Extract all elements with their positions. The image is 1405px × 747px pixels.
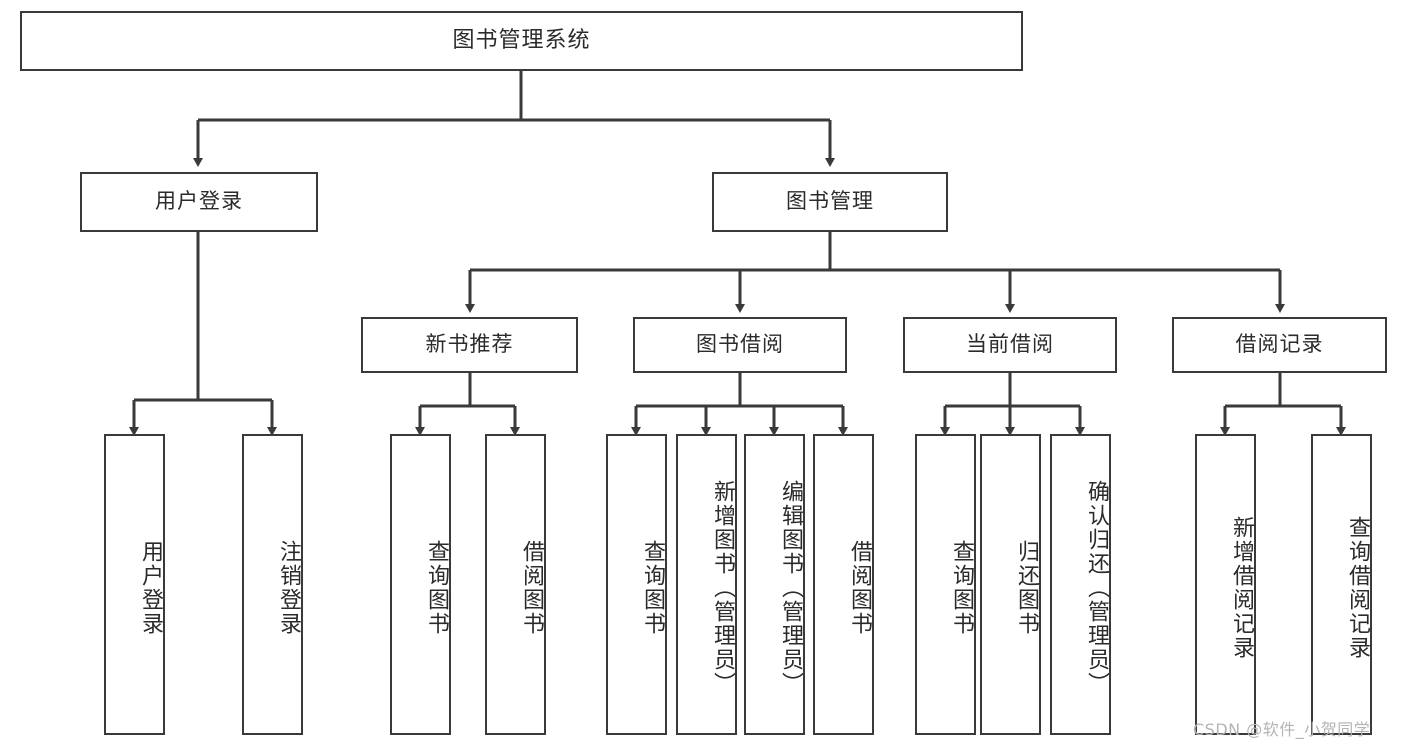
node-label: 注销登录 xyxy=(276,539,301,636)
node-label: 当前借阅 xyxy=(966,332,1054,357)
node-label: 归还图书 xyxy=(1014,539,1039,636)
node-label: 借阅图书 xyxy=(847,539,872,636)
node-label: 用户登录 xyxy=(138,539,163,636)
node-borrow-records[interactable]: 借阅记录 xyxy=(1172,317,1387,373)
leaf-borrow-query-book[interactable]: 查询图书 xyxy=(606,434,667,735)
leaf-recommend-query-book[interactable]: 查询图书 xyxy=(390,434,451,735)
leaf-current-confirm-return-admin[interactable]: 确认归还（管理员） xyxy=(1050,434,1111,735)
node-label: 新增图书（管理员） xyxy=(710,479,735,696)
leaf-borrow-edit-book-admin[interactable]: 编辑图书（管理员） xyxy=(744,434,805,735)
leaf-records-query-record[interactable]: 查询借阅记录 xyxy=(1311,434,1372,735)
watermark: CSDN @软件_小贺同学 xyxy=(1193,720,1371,739)
node-label: 查询图书 xyxy=(424,539,449,636)
node-label: 查询图书 xyxy=(949,539,974,636)
leaf-current-return-book[interactable]: 归还图书 xyxy=(980,434,1041,735)
node-label: 用户登录 xyxy=(155,189,243,214)
node-label: 确认归还（管理员） xyxy=(1084,479,1109,696)
node-label: 借阅图书 xyxy=(519,539,544,636)
leaf-recommend-borrow-book[interactable]: 借阅图书 xyxy=(485,434,546,735)
leaf-current-query-book[interactable]: 查询图书 xyxy=(915,434,976,735)
leaf-borrow-add-book-admin[interactable]: 新增图书（管理员） xyxy=(676,434,737,735)
node-new-book-recommend[interactable]: 新书推荐 xyxy=(361,317,578,373)
node-label: 新书推荐 xyxy=(425,332,514,357)
node-label: 借阅记录 xyxy=(1235,332,1324,357)
node-label: 图书借阅 xyxy=(696,332,784,357)
node-label: 查询图书 xyxy=(640,539,665,636)
node-current-borrow[interactable]: 当前借阅 xyxy=(903,317,1117,373)
node-label: 编辑图书（管理员） xyxy=(778,479,803,696)
node-book-management[interactable]: 图书管理 xyxy=(712,172,948,232)
node-label: 图书管理系统 xyxy=(452,27,591,53)
node-user-login[interactable]: 用户登录 xyxy=(80,172,318,232)
node-label: 新增借阅记录 xyxy=(1229,515,1254,660)
leaf-user-login[interactable]: 用户登录 xyxy=(104,434,165,735)
leaf-user-logout[interactable]: 注销登录 xyxy=(242,434,303,735)
node-book-borrow[interactable]: 图书借阅 xyxy=(633,317,847,373)
node-label: 图书管理 xyxy=(786,189,874,214)
node-root-system[interactable]: 图书管理系统 xyxy=(20,11,1023,71)
node-label: 查询借阅记录 xyxy=(1345,515,1370,660)
leaf-records-add-record[interactable]: 新增借阅记录 xyxy=(1195,434,1256,735)
leaf-borrow-borrow-book[interactable]: 借阅图书 xyxy=(813,434,874,735)
